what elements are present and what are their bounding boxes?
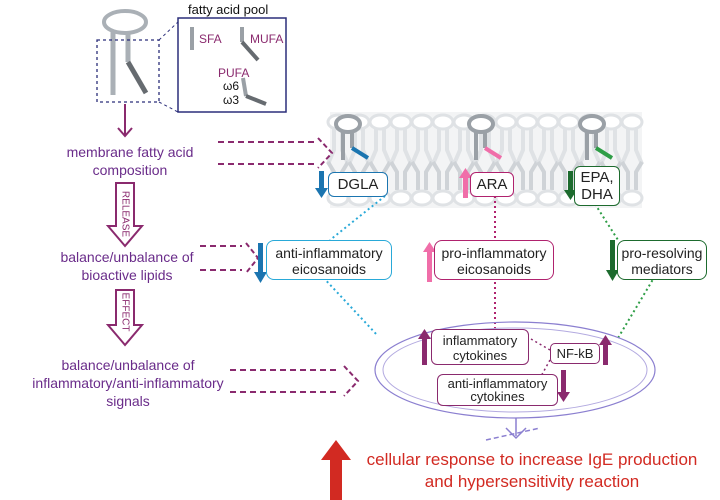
ara-up-arrow-icon: [459, 168, 472, 198]
dashed-arrow-head-icon: [317, 137, 334, 169]
signals-label: balance/unbalance of inflammatory/anti-i…: [32, 357, 224, 409]
inflammatory-cytokines-box: inflammatory cytokines: [431, 329, 529, 365]
epa-down-arrow-icon: [564, 171, 577, 200]
epa-dha-box: EPA, DHA: [574, 166, 620, 206]
pro-resolving-mediators-box: pro-resolving mediators: [617, 240, 707, 280]
effect-label: EFFECT: [119, 292, 131, 332]
omega6-label: ω6: [223, 79, 240, 93]
dashed-arrow-head-icon: [343, 365, 360, 397]
outcome-up-arrow-icon: [321, 440, 351, 500]
fatty-acid-pool-title: fatty acid pool: [188, 2, 269, 17]
effect-arrow-icon: [105, 289, 145, 347]
membrane-composition-label: membrane fatty acid composition: [66, 144, 194, 178]
pro-inflammatory-eicosanoids-box: pro-inflammatory eicosanoids: [434, 240, 554, 280]
anti-cytokines-down-arrow-icon: [557, 370, 570, 402]
phospholipid-icon: [102, 9, 149, 95]
dgla-down-arrow-icon: [315, 171, 328, 198]
pufa-label: PUFA: [218, 66, 250, 80]
omega3-label: ω3: [223, 93, 240, 107]
mufa-label: MUFA: [250, 32, 284, 46]
release-arrow-icon: [105, 182, 145, 248]
fatty-acid-pool-box: [177, 17, 287, 113]
inflammatory-up-arrow-icon: [418, 329, 431, 365]
dashed-arrow-head-icon: [245, 242, 260, 274]
anti-inflammatory-eicosanoids-box: anti-inflammatory eicosanoids: [266, 240, 392, 280]
anti-inflammatory-cytokines-box: anti-inflammatory cytokines: [437, 374, 558, 406]
pufa-chain-icon: [245, 94, 267, 106]
anti-inflammatory-down-arrow-icon: [254, 243, 267, 283]
bioactive-lipids-label: balance/unbalance of bioactive lipids: [60, 249, 194, 283]
nfkb-up-arrow-icon: [599, 335, 612, 365]
down-arrow-icon: [117, 127, 133, 138]
pro-resolving-down-arrow-icon: [606, 240, 619, 281]
release-label-holder: RELEASE: [117, 188, 133, 240]
pro-inflammatory-up-arrow-icon: [423, 242, 436, 282]
nfkb-box: NF-kB: [550, 343, 600, 364]
effect-label-holder: EFFECT: [117, 292, 133, 332]
ara-box: ARA: [470, 172, 514, 197]
cell-outline: [374, 321, 656, 419]
release-label: RELEASE: [119, 190, 131, 238]
selection-box: [96, 39, 160, 103]
dgla-box: DGLA: [328, 172, 388, 197]
mufa-chain-icon: [240, 40, 260, 62]
cell-output-arrow-icon: [505, 427, 527, 440]
sfa-label: SFA: [199, 32, 222, 46]
outcome-label: cellular response to increase IgE produc…: [366, 450, 698, 491]
